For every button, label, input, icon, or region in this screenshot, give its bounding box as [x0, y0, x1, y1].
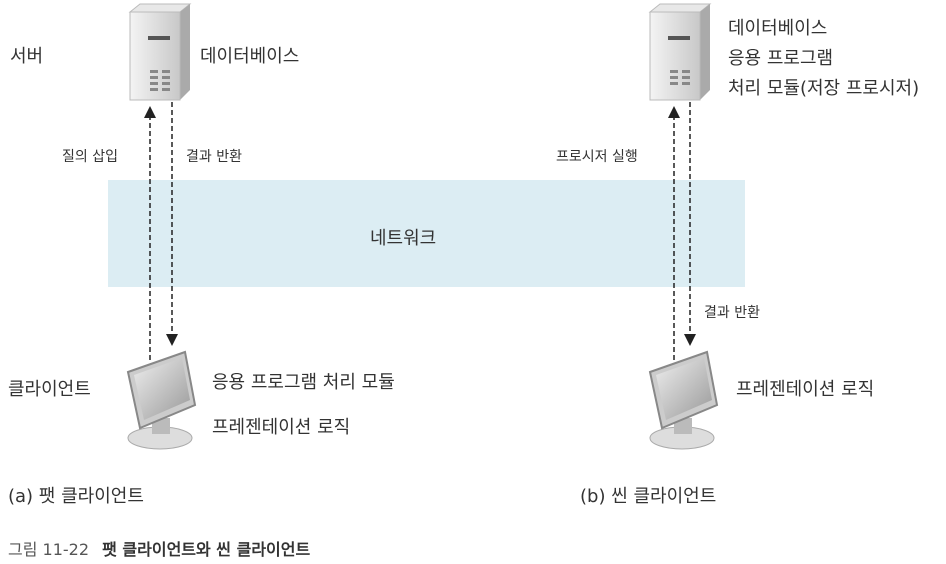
client-label: 클라이언트 — [8, 379, 91, 400]
thin-client-role: 프레젠테이션 로직 — [736, 379, 875, 400]
fat-arrow-down-label: 결과 반환 — [186, 149, 242, 165]
monitor-icon-right — [648, 350, 719, 450]
thin-server-role-1: 데이터베이스 — [728, 18, 828, 39]
server-icon-left — [128, 3, 192, 101]
network-band — [108, 180, 745, 287]
network-label: 네트워크 — [370, 228, 437, 249]
thin-caption: (b) 씬 클라이언트 — [580, 486, 717, 507]
fat-caption: (a) 팻 클라이언트 — [8, 486, 144, 507]
thin-server-role-2: 응용 프로그램 — [728, 48, 834, 69]
thin-server-role-3: 처리 모듈(저장 프로시저) — [728, 78, 920, 99]
figure-caption: 그림 11-22 팻 클라이언트와 씬 클라이언트 — [8, 536, 310, 560]
fat-client-role-2: 프레젠테이션 로직 — [212, 417, 351, 438]
server-icon-right — [648, 3, 712, 101]
figure-number: 그림 11-22 — [8, 540, 90, 559]
monitor-icon-left — [126, 350, 197, 450]
thin-arrow-up-label: 프로시저 실행 — [556, 149, 638, 165]
fat-client-role-1: 응용 프로그램 처리 모듈 — [212, 372, 395, 393]
thin-arrow-down-label: 결과 반환 — [704, 305, 760, 321]
figure-title: 팻 클라이언트와 씬 클라이언트 — [102, 540, 311, 559]
fat-server-role: 데이터베이스 — [200, 46, 300, 67]
server-label: 서버 — [10, 46, 44, 67]
fat-arrow-up-label: 질의 삽입 — [62, 149, 118, 165]
